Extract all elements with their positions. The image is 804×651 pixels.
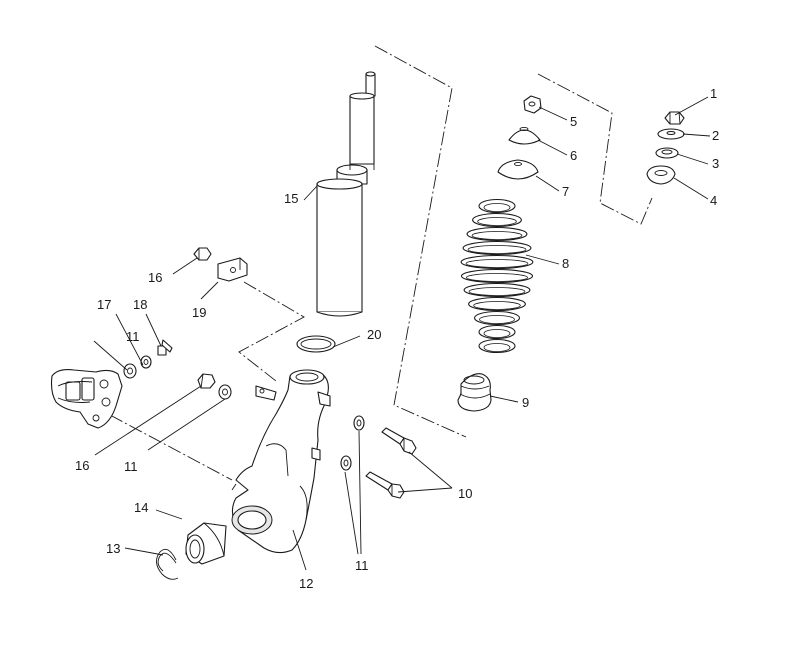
callout-14: 14 [134,500,148,515]
spring-coil [478,198,516,214]
callout-2: 2 [712,128,719,143]
part-13-circlip [156,548,179,580]
callout-6: 6 [570,148,577,163]
spring-coil [478,338,516,354]
part-4-mount-bushing [646,165,676,185]
part-14-wheel-bearing [185,522,227,565]
leader-lines [93,96,711,571]
part-12-steering-knuckle [231,369,331,554]
spring-coil-inner [483,343,511,352]
callout-5: 5 [570,114,577,129]
part-15-shock-absorber [316,71,376,317]
part-18-bleed-screw [157,339,173,356]
part-11-washer-c [353,415,365,431]
part-10-bolt-lower [365,471,405,499]
callout-1: 1 [710,86,717,101]
spring-coil-inner [466,273,528,282]
spring-coil-inner [467,245,527,254]
callout-7: 7 [562,184,569,199]
spring-coil [460,254,534,270]
spring-coil-inner [483,203,511,212]
callout-16-lower: 16 [75,458,89,473]
callout-11-caliper: 11 [126,329,140,344]
part-20-seal-ring [296,335,336,353]
spring-coil [478,324,516,340]
callout-17: 17 [97,297,111,312]
part-9-bump-stop [457,373,492,412]
part-2-washer [657,128,685,140]
callout-16-upper: 16 [148,270,162,285]
callout-15: 15 [284,191,298,206]
spring-coil [468,296,526,312]
spring-coil [460,268,534,284]
part-6-cup [508,126,541,145]
spring-coil [466,226,528,242]
spring-coil-inner [477,217,517,226]
callout-13: 13 [106,541,120,556]
callout-labels: 1 2 3 4 5 6 7 8 9 10 11 11 11 12 13 14 1… [75,86,719,591]
spring-coil [463,282,531,298]
assembly-lines [109,45,653,481]
spring-coil [462,240,532,256]
part-10-bolt-upper [381,427,417,455]
part-1-nut [664,111,685,125]
part-19-bracket-clip [217,257,248,282]
spring-coil-inner [465,259,529,268]
part-11-washer-d [340,455,352,471]
callout-19: 19 [192,305,206,320]
callout-18: 18 [133,297,147,312]
spring-coil-inner [483,329,511,338]
part-11-washer-b [218,384,232,400]
spring-coil-inner [471,231,523,240]
part-16-nut-upper [193,247,212,261]
callout-20: 20 [367,327,381,342]
callout-12: 12 [299,576,313,591]
spring-coil-inner [473,301,521,310]
part-11-washer-a [123,363,137,379]
part-8-coil-spring [460,198,534,354]
spring-coil [473,310,521,326]
spring-coil-inner [479,315,515,324]
callout-4: 4 [710,193,717,208]
spring-coil-inner [468,287,526,296]
callout-10: 10 [458,486,472,501]
callout-9: 9 [522,395,529,410]
callout-8: 8 [562,256,569,271]
part-5-nut [523,95,542,114]
callout-11-right: 11 [355,558,369,573]
brake-caliper [50,369,123,429]
part-3-washer [655,147,679,159]
part-16-nut-lower [197,373,216,389]
part-17-washer [140,355,152,369]
callout-11-lower: 11 [124,459,138,474]
part-7-spring-seat [497,159,539,180]
spring-coil [472,212,522,228]
callout-3: 3 [712,156,719,171]
